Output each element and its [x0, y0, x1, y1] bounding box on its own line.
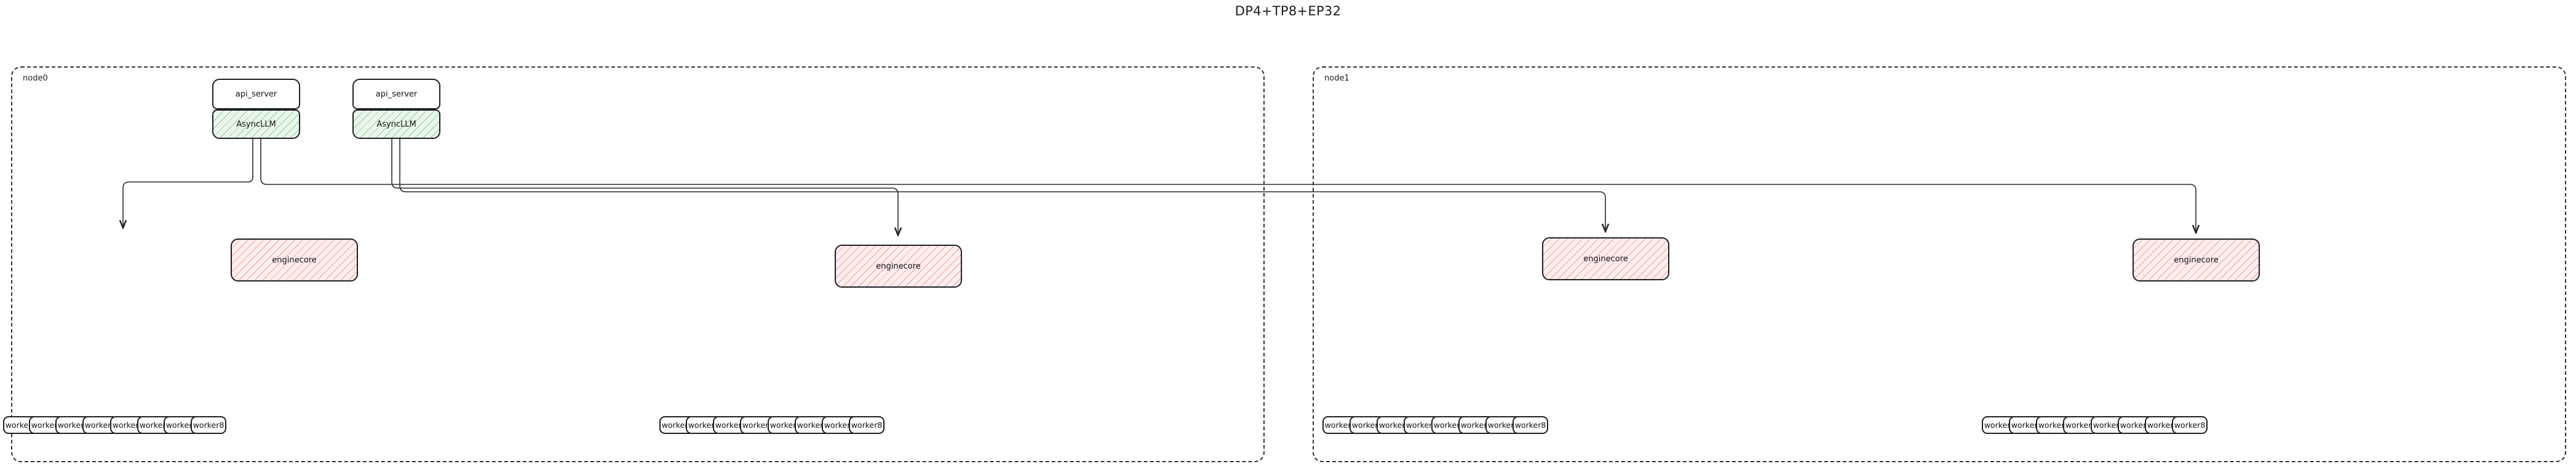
worker-box[interactable]: worker8 [1513, 416, 1548, 434]
api-server-box-0-0[interactable]: api_server [212, 79, 300, 109]
worker-label: worker7 [165, 420, 197, 430]
worker-label: worker6 [1460, 420, 1492, 430]
worker-label: worker1 [1984, 420, 2016, 430]
worker-label: worker2 [31, 420, 63, 430]
api-server-label: api_server [375, 89, 418, 99]
worker-label: worker8 [851, 420, 883, 430]
worker-label: worker1 [5, 420, 37, 430]
worker-label: worker8 [1514, 420, 1546, 430]
enginecore-label: enginecore [876, 261, 921, 271]
worker-label: worker3 [57, 420, 89, 430]
enginecore-label: enginecore [2174, 255, 2219, 265]
async-llm-label: AsyncLLM [236, 119, 276, 129]
worker-label: worker2 [1351, 420, 1383, 430]
async-llm-label: AsyncLLM [376, 119, 416, 129]
worker-label: worker5 [769, 420, 801, 430]
api-server-box-0-1[interactable]: api_server [352, 79, 440, 109]
worker-label: worker3 [715, 420, 747, 430]
node-cluster-label-node0: node0 [23, 74, 48, 83]
enginecore-box-0-1[interactable]: enginecore [835, 245, 962, 288]
enginecore-box-0-0[interactable]: enginecore [231, 238, 358, 282]
worker-label: worker4 [742, 420, 774, 430]
worker-box[interactable]: worker3 [2036, 416, 2072, 434]
node-cluster-node0[interactable]: node0 [11, 66, 1265, 462]
worker-label: worker4 [2065, 420, 2097, 430]
worker-label: worker4 [84, 420, 116, 430]
worker-label: worker4 [1405, 420, 1437, 430]
worker-label: worker7 [824, 420, 856, 430]
worker-label: worker6 [797, 420, 829, 430]
worker-box[interactable]: worker8 [849, 416, 885, 434]
node-cluster-node1[interactable]: node1 [1313, 66, 2566, 462]
async-llm-box-0-0[interactable]: AsyncLLM [212, 109, 300, 139]
worker-label: worker2 [2011, 420, 2043, 430]
worker-box[interactable]: worker6 [1458, 416, 1494, 434]
worker-label: worker5 [1433, 420, 1465, 430]
worker-label: worker7 [2147, 420, 2179, 430]
worker-box[interactable]: worker8 [191, 416, 226, 434]
worker-box[interactable]: worker8 [2172, 416, 2208, 434]
node-cluster-label-node1: node1 [1324, 74, 1350, 83]
enginecore-label: enginecore [272, 255, 317, 265]
page-title: DP4+TP8+EP32 [1234, 4, 1342, 18]
worker-label: worker6 [2120, 420, 2152, 430]
worker-label: worker7 [1487, 420, 1519, 430]
enginecore-label: enginecore [1583, 254, 1628, 264]
worker-label: worker8 [193, 420, 225, 430]
worker-label: worker8 [2174, 420, 2206, 430]
enginecore-box-1-1[interactable]: enginecore [2133, 238, 2260, 282]
async-llm-box-0-1[interactable]: AsyncLLM [352, 109, 440, 139]
worker-label: worker2 [688, 420, 720, 430]
worker-label: worker3 [1378, 420, 1410, 430]
worker-label: worker3 [2038, 420, 2070, 430]
api-server-label: api_server [235, 89, 277, 99]
worker-label: worker5 [112, 420, 144, 430]
worker-label: worker1 [661, 420, 693, 430]
worker-label: worker1 [1324, 420, 1356, 430]
worker-label: worker5 [2093, 420, 2125, 430]
worker-label: worker6 [139, 420, 171, 430]
enginecore-box-1-0[interactable]: enginecore [1542, 237, 1669, 280]
